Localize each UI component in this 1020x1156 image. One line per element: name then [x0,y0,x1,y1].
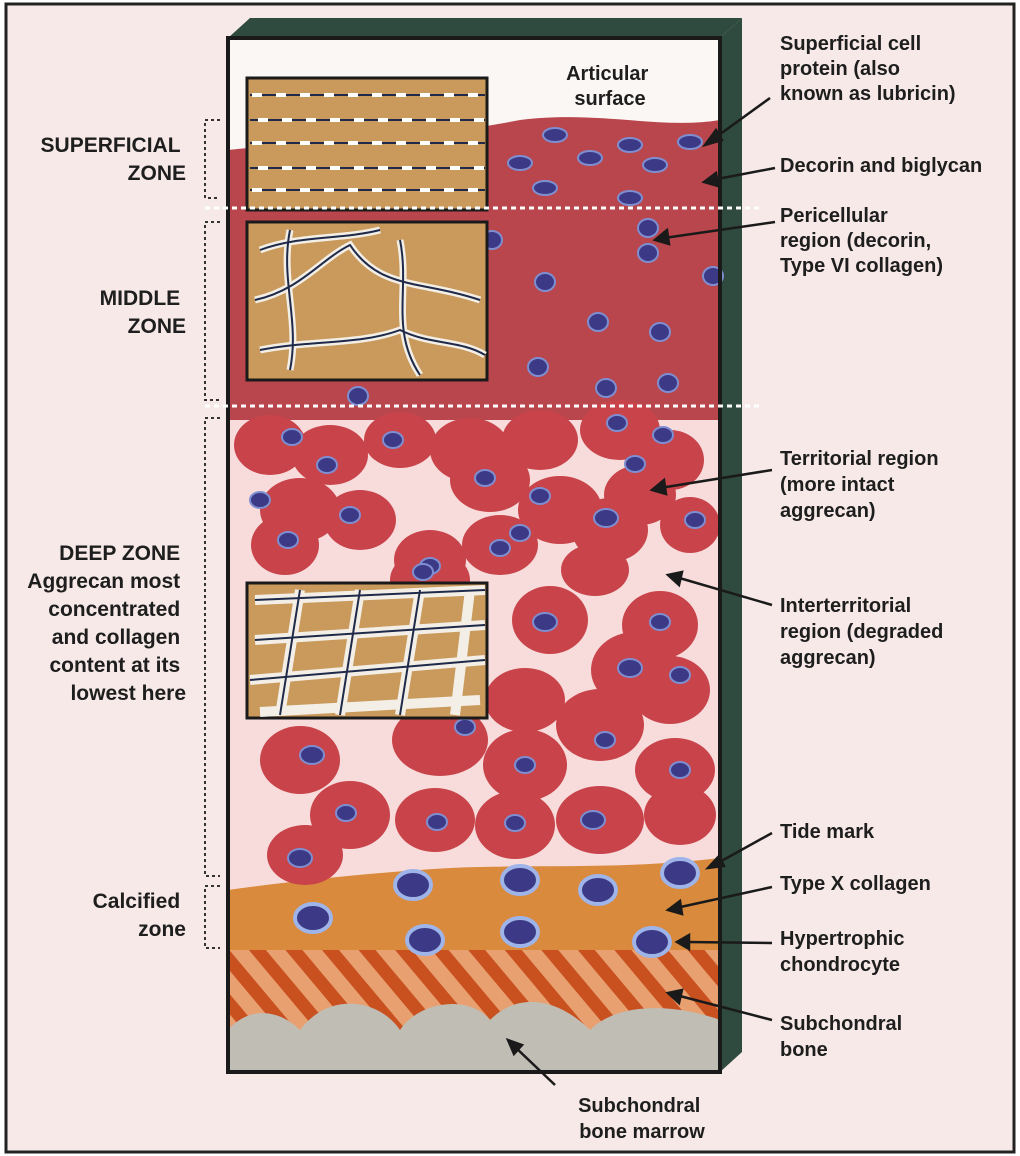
tide-mark-label: Tide mark [780,821,875,843]
inset-middle-collagen [247,222,487,380]
inset-deep-collagen [247,583,487,718]
decorin-label: Decorin and biglycan [780,155,982,177]
type-x-collagen-label: Type X collagen [780,873,931,895]
column-top-face [228,18,742,38]
inset-superficial-collagen [247,78,487,210]
